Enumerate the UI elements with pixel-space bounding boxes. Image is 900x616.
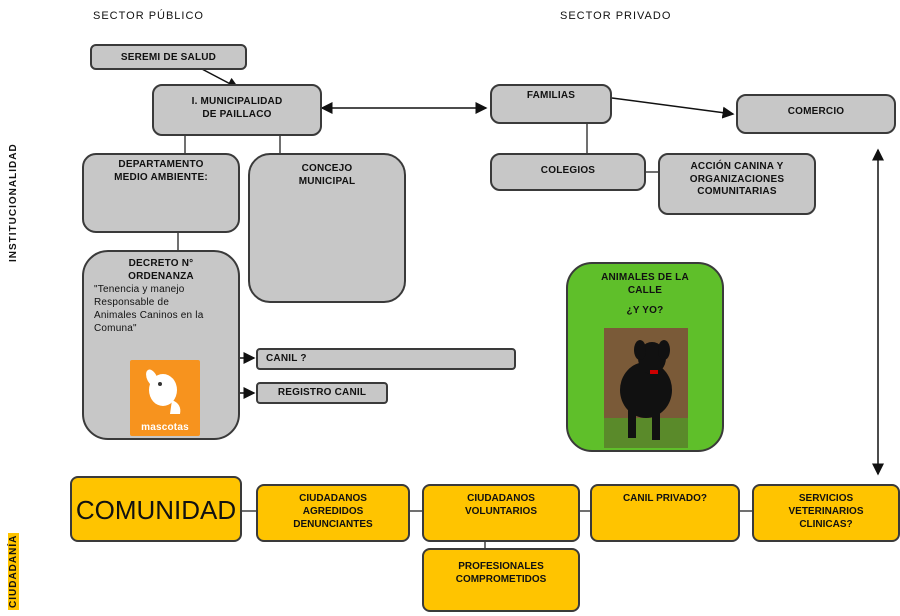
voluntarios-label-line1: CIUDADANOS bbox=[467, 493, 535, 504]
agredidos-label-line1: CIUDADANOS bbox=[299, 493, 367, 504]
canil-privado-node: CANIL PRIVADO? bbox=[590, 484, 740, 542]
canil-node: CANIL ? bbox=[256, 348, 516, 370]
citizenry-side-label: CIUDADANÍA bbox=[8, 532, 19, 610]
accion-canina-node: ACCIÓN CANINA Y ORGANIZACIONES COMUNITAR… bbox=[658, 153, 816, 215]
profesionales-label-line2: COMPROMETIDOS bbox=[455, 574, 547, 585]
servicios-label-line2: VETERINARIOS bbox=[788, 506, 864, 517]
private-sector-header: SECTOR PRIVADO bbox=[560, 10, 672, 22]
agredidos-label-line2: AGREDIDOS bbox=[302, 506, 364, 517]
registro-canil-node: REGISTRO CANIL bbox=[256, 382, 388, 404]
animales-question: ¿Y YO? bbox=[626, 305, 664, 316]
familias-node: FAMILIAS bbox=[490, 84, 612, 124]
ciudadanos-agredidos-node: CIUDADANOS AGREDIDOS DENUNCIANTES bbox=[256, 484, 410, 542]
decreto-label-line6: Comuna" bbox=[94, 323, 137, 334]
accion-label-line3: COMUNITARIAS bbox=[697, 186, 777, 197]
profesionales-label-line1: PROFESIONALES bbox=[458, 561, 544, 572]
animales-calle-node: ANIMALES DE LA CALLE ¿Y YO? bbox=[566, 262, 724, 452]
agredidos-label-line3: DENUNCIANTES bbox=[293, 519, 373, 530]
decreto-label-line5: Animales Caninos en la bbox=[94, 310, 204, 321]
dog-photo bbox=[604, 328, 688, 448]
decreto-label-line4: Responsable de bbox=[94, 297, 170, 308]
dog-photo-icon bbox=[604, 328, 688, 448]
servicios-veterinarios-node: SERVICIOS VETERINARIOS CLINICAS? bbox=[752, 484, 900, 542]
decreto-label-line3: "Tenencia y manejo bbox=[94, 284, 185, 295]
comercio-label: COMERCIO bbox=[787, 106, 845, 117]
dog-logo-icon bbox=[146, 369, 181, 414]
registro-canil-label: REGISTRO CANIL bbox=[277, 387, 367, 398]
concejo-node: CONCEJO MUNICIPAL bbox=[248, 153, 406, 303]
decreto-label-line2: ORDENANZA bbox=[128, 270, 194, 282]
departamento-label-line1: DEPARTAMENTO bbox=[118, 159, 204, 170]
concejo-label-line1: CONCEJO bbox=[301, 163, 353, 174]
colegios-node: COLEGIOS bbox=[490, 153, 646, 191]
profesionales-node: PROFESIONALES COMPROMETIDOS bbox=[422, 548, 580, 612]
canil-privado-label: CANIL PRIVADO? bbox=[622, 493, 708, 504]
municipalidad-node: I. MUNICIPALIDAD DE PAILLACO bbox=[152, 84, 322, 136]
comunidad-node: COMUNIDAD bbox=[70, 476, 242, 542]
logo-text: mascotas bbox=[141, 422, 189, 433]
animales-label-line1: ANIMALES DE LA bbox=[601, 272, 689, 283]
animales-label-line2: CALLE bbox=[627, 284, 663, 296]
decreto-label-line1: DECRETO N° bbox=[128, 258, 194, 269]
municipalidad-label-line1: I. MUNICIPALIDAD bbox=[191, 96, 283, 107]
decreto-node: DECRETO N° ORDENANZA "Tenencia y manejo … bbox=[82, 250, 240, 440]
municipalidad-label-line2: DE PAILLACO bbox=[202, 108, 272, 120]
seremi-node: SEREMI DE SALUD bbox=[90, 44, 247, 70]
public-sector-header: SECTOR PÚBLICO bbox=[93, 10, 204, 22]
ciudadanos-voluntarios-node: CIUDADANOS VOLUNTARIOS bbox=[422, 484, 580, 542]
accion-label-line2: ORGANIZACIONES bbox=[689, 173, 785, 185]
concejo-label-line2: MUNICIPAL bbox=[298, 175, 356, 187]
voluntarios-label-line2: VOLUNTARIOS bbox=[464, 506, 538, 517]
familias-label: FAMILIAS bbox=[526, 90, 576, 101]
mascotas-logo: mascotas bbox=[130, 360, 200, 436]
seremi-label: SEREMI DE SALUD bbox=[120, 52, 217, 63]
comunidad-label: COMUNIDAD bbox=[75, 495, 237, 525]
comercio-node: COMERCIO bbox=[736, 94, 896, 134]
servicios-label-line1: SERVICIOS bbox=[798, 493, 854, 504]
servicios-label-line3: CLINICAS? bbox=[799, 519, 853, 530]
accion-label-line1: ACCIÓN CANINA Y bbox=[690, 161, 784, 172]
institutional-side-label: INSTITUCIONALIDAD bbox=[8, 143, 19, 262]
canil-label: CANIL ? bbox=[266, 353, 307, 364]
departamento-node: DEPARTAMENTO MEDIO AMBIENTE: bbox=[82, 153, 240, 233]
colegios-label: COLEGIOS bbox=[540, 165, 596, 176]
departamento-label-line2: MEDIO AMBIENTE: bbox=[114, 171, 208, 183]
